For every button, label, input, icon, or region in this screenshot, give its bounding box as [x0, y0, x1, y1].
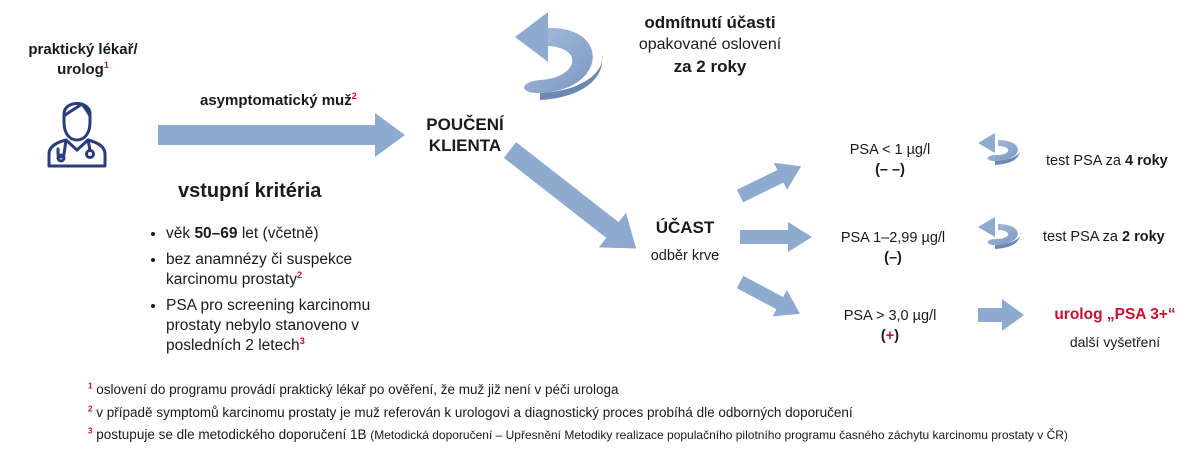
arrow-to-urology: [978, 299, 1024, 331]
result-2-label: PSA 1–2,99 µg/l: [840, 230, 946, 246]
participation-node: ÚČAST odběr krve: [630, 218, 740, 264]
participation-subtitle: odběr krve: [650, 248, 720, 264]
criteria-item: věk 50–69 let (včetně): [166, 224, 386, 244]
result-3-label: PSA > 3,0 µg/l: [843, 308, 937, 324]
arrow-to-result-3: [736, 275, 801, 317]
arrow-to-result-1: [736, 162, 802, 203]
result-2-sign: (–): [884, 250, 902, 266]
repeat-curl-arrow-2: [978, 217, 1021, 249]
footnote-3: 3 postupuje se dle metodického doporučen…: [88, 426, 1068, 442]
asymptomatic-man-label: asymptomatický muž: [200, 92, 352, 109]
doctor-label-line1: praktický lékař/: [28, 41, 138, 58]
input-arrow-label: asymptomatický muž2: [200, 91, 357, 110]
result-3: PSA > 3,0 µg/l (+): [815, 306, 965, 346]
education-line2: KLIENTA: [428, 136, 502, 155]
result-1: PSA < 1 µg/l (– –): [820, 140, 960, 180]
footnote-2: 2 v případě symptomů karcinomu prostaty …: [88, 404, 853, 420]
doctor-label: praktický lékař/ urolog1: [20, 40, 146, 80]
participation-title: ÚČAST: [655, 218, 715, 237]
criteria-item: bez anamnézy či suspekce karcinomu prost…: [166, 250, 386, 290]
refusal-line3: za 2 roky: [673, 57, 747, 76]
doctor-label-line2: urolog: [57, 61, 104, 78]
footnote-ref: 1: [103, 60, 109, 70]
footnote-ref: 2: [351, 91, 357, 101]
action-1: test PSA za 4 roky: [1046, 153, 1168, 169]
result-1-label: PSA < 1 µg/l: [849, 142, 931, 158]
result-1-sign: (– –): [875, 162, 905, 178]
education-node: POUČENÍ KLIENTA: [410, 114, 520, 156]
arrow-to-participation: [503, 142, 637, 249]
footnote-1: 1 oslovení do programu provádí praktický…: [88, 381, 619, 397]
criteria-list: věk 50–69 let (včetně) bez anamnézy či s…: [146, 224, 386, 362]
result-2: PSA 1–2,99 µg/l (–): [808, 228, 978, 268]
result-3-sign: +: [885, 328, 895, 344]
education-line1: POUČENÍ: [426, 115, 504, 134]
urology-subtitle: další vyšetření: [1069, 334, 1161, 350]
criteria-title: vstupní kritéria: [178, 180, 322, 202]
criteria-item: PSA pro screening karcinomu prostaty neb…: [166, 296, 386, 356]
urology-node: urolog „PSA 3+“ další vyšetření: [1030, 306, 1200, 350]
repeat-curl-arrow-1: [978, 133, 1021, 165]
refusal-node: odmítnutí účasti opakované oslovení za 2…: [610, 12, 810, 78]
refusal-curl-arrow: [515, 12, 603, 100]
doctor-icon: [47, 102, 107, 168]
arrow-to-result-2: [740, 222, 812, 252]
action-2: test PSA za 2 roky: [1043, 229, 1165, 245]
arrow-to-education: [158, 113, 405, 157]
refusal-line2: opakované oslovení: [638, 36, 782, 53]
refusal-title: odmítnutí účasti: [644, 13, 776, 32]
urology-title: urolog „PSA 3+“: [1054, 306, 1176, 323]
